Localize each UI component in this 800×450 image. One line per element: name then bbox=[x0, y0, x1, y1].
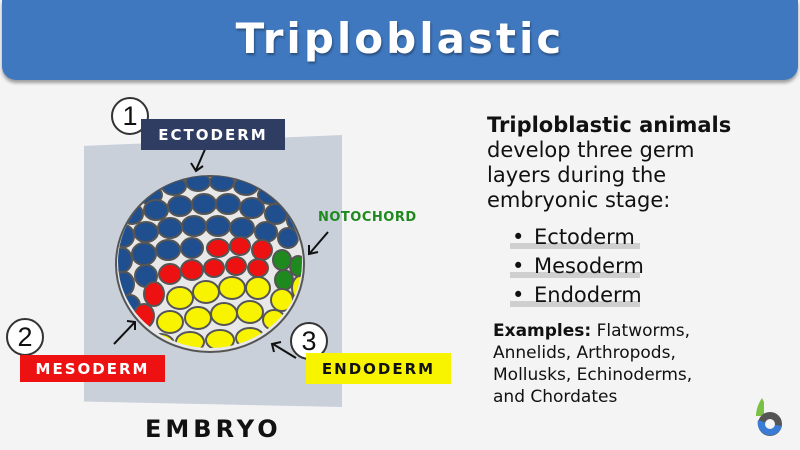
germ-layer-list: Ectoderm Mesoderm Endoderm bbox=[510, 223, 644, 310]
examples-line: Mollusks, Echinoderms, bbox=[493, 365, 693, 385]
list-item-text: Mesoderm bbox=[534, 254, 644, 278]
notochord-label: NOTOCHORD bbox=[318, 210, 417, 225]
description-line: develop three germ bbox=[487, 138, 695, 162]
examples-line: and Chordates bbox=[493, 387, 618, 407]
list-item-text: Endoderm bbox=[534, 283, 642, 307]
description: Triploblastic animals develop three germ… bbox=[487, 113, 731, 213]
list-item: Endoderm bbox=[510, 281, 644, 310]
endoderm-label: ENDODERM bbox=[306, 353, 451, 384]
description-line: layers during the bbox=[487, 163, 667, 187]
examples-line: Annelids, Arthropods, bbox=[493, 343, 676, 363]
notochord-arrow-icon bbox=[308, 231, 329, 256]
description-heading: Triploblastic animals bbox=[487, 113, 732, 137]
list-item: Mesoderm bbox=[510, 252, 644, 281]
mesoderm-arrow-icon bbox=[113, 320, 136, 345]
endoderm-arrow-icon bbox=[270, 341, 297, 359]
label-number-2: 2 bbox=[6, 318, 44, 356]
examples-line: Flatworms, bbox=[596, 321, 691, 341]
mesoderm-label: MESODERM bbox=[20, 355, 165, 382]
embryo-caption: EMBRYO bbox=[145, 415, 282, 443]
list-item: Ectoderm bbox=[510, 223, 644, 252]
embryo-illustration bbox=[115, 175, 305, 353]
list-item-text: Ectoderm bbox=[534, 225, 635, 249]
title-bar: Triploblastic bbox=[2, 0, 798, 80]
examples-label: Examples: bbox=[493, 321, 592, 341]
biology-dictionary-logo-icon bbox=[756, 398, 782, 436]
description-line: embryonic stage: bbox=[487, 188, 671, 212]
ectoderm-label: ECTODERM bbox=[141, 119, 285, 150]
examples: Examples: Flatworms, Annelids, Arthropod… bbox=[493, 320, 793, 408]
page-title: Triploblastic bbox=[235, 13, 565, 63]
ectoderm-arrow-icon bbox=[190, 146, 207, 173]
